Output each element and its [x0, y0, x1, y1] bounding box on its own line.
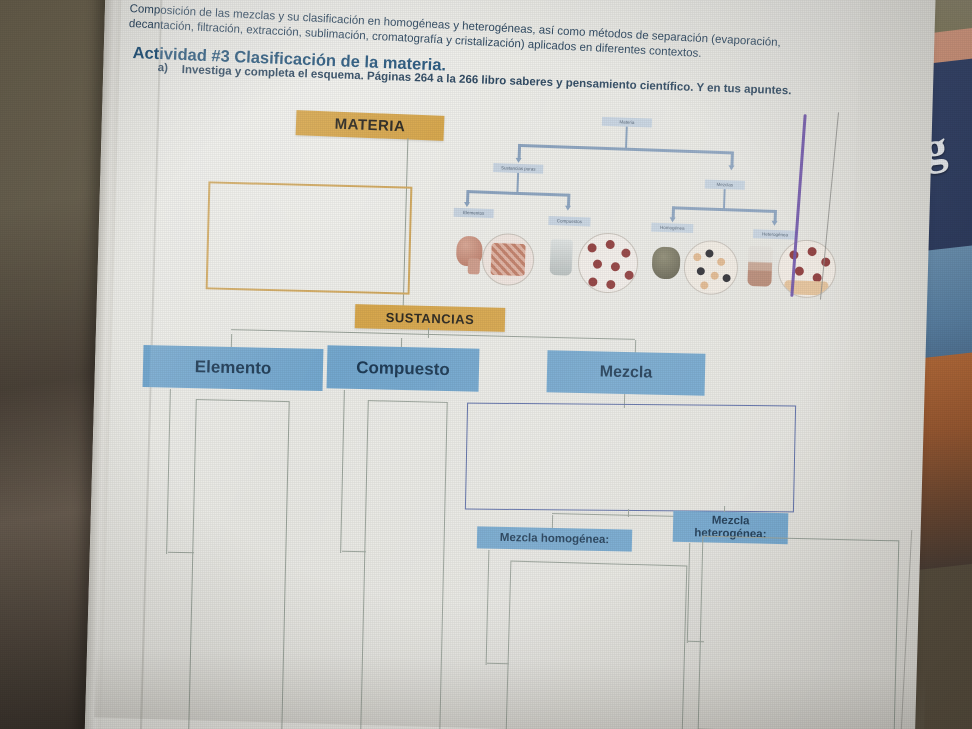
- node-materia[interactable]: MATERIA: [295, 110, 445, 141]
- answer-box-materia[interactable]: [205, 181, 413, 295]
- mini-node-homogenea: Homogénea: [651, 222, 694, 234]
- node-sustancias[interactable]: SUSTANCIAS: [354, 304, 506, 332]
- mini-node-compuestos: Compuestos: [548, 216, 591, 227]
- connector-elemento-elbow: [167, 551, 195, 554]
- connector-to-elemento: [230, 333, 233, 349]
- node-mezcla[interactable]: Mezcla: [546, 350, 706, 396]
- illustration-homogenea: [649, 232, 743, 297]
- connector-homogenea-elbow: [486, 662, 510, 665]
- node-compuesto[interactable]: Compuesto: [326, 345, 480, 392]
- diagram-illustrations: [451, 226, 837, 305]
- connector-elemento-down: [166, 389, 172, 554]
- node-elemento[interactable]: Elemento: [142, 344, 324, 392]
- answer-box-mezcla-heterogenea[interactable]: [697, 535, 900, 729]
- connector-heterogenea-down: [686, 543, 691, 643]
- grey-pen-line-lower: [900, 530, 913, 729]
- answer-box-compuesto[interactable]: [360, 400, 448, 729]
- illustration-elemento: [451, 226, 543, 291]
- connector-to-homogenea: [551, 514, 554, 530]
- mini-node-elementos: Elementos: [453, 207, 494, 219]
- answer-box-elemento[interactable]: [188, 398, 290, 729]
- node-mezcla-homogenea[interactable]: Mezcla homogénea:: [476, 526, 633, 552]
- reference-diagram: Materia Sustancias puras Mezclas Element…: [453, 112, 817, 244]
- connector-compuesto-down: [340, 390, 346, 553]
- answer-box-mezcla-homogenea[interactable]: [505, 560, 688, 729]
- connector-compuesto-elbow: [341, 550, 367, 553]
- connector-sustancias-bar: [231, 329, 635, 341]
- answer-box-mezcla[interactable]: [464, 402, 797, 513]
- illustration-compuesto: [547, 229, 647, 295]
- connector-to-mezcla: [634, 339, 637, 354]
- mezcla-heterogenea-line1: Mezcla: [711, 515, 750, 528]
- item-instruction: Investiga y completa el esquema. Páginas…: [181, 64, 792, 98]
- item-marker: a): [157, 62, 169, 75]
- connector-homogenea-down: [485, 550, 490, 665]
